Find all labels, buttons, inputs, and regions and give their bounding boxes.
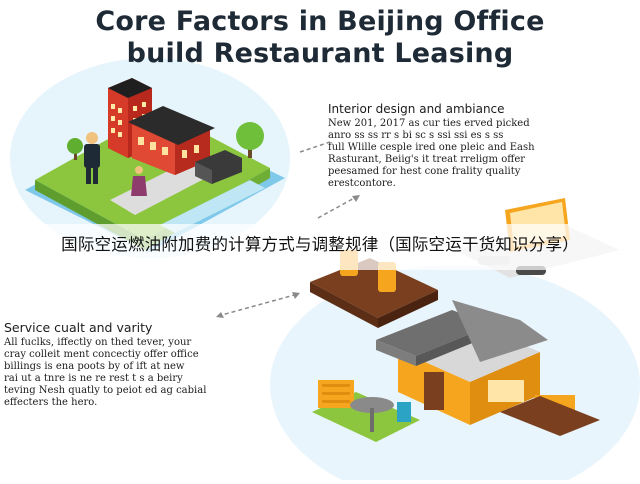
infographic-title: Core Factors in Beijing Office build Res… xyxy=(95,6,545,69)
red-restaurant-building xyxy=(128,106,215,175)
city-scene xyxy=(25,78,285,252)
service-quality-body: All fuclks, iffectly on thed tever, your… xyxy=(4,337,207,408)
dashed-arrows xyxy=(217,141,359,317)
orange-restaurant-building xyxy=(376,300,548,425)
overlay-caption: 国际空运燃油附加费的计算方式与调整规律（国际空运干货知识分享） xyxy=(61,235,579,254)
tree-right xyxy=(236,122,264,158)
interior-design-heading: Interior design and ambiance xyxy=(328,102,505,116)
service-quality-heading: Service cualt and varity xyxy=(4,320,153,335)
interior-design-block: Interior design and ambiance New 201, 20… xyxy=(328,102,628,190)
dining-platform xyxy=(310,250,438,328)
service-quality-block: Service cualt and varity All fuclks, iff… xyxy=(4,320,294,409)
interior-design-body: New 201, 2017 as cur ties erved picked a… xyxy=(328,118,535,189)
outdoor-seating xyxy=(312,380,600,442)
woman-figure xyxy=(131,166,147,196)
tree-left xyxy=(67,138,83,160)
overlay-caption-banner xyxy=(0,224,640,270)
arrow-heads xyxy=(216,195,360,318)
businessman-figure xyxy=(84,132,100,184)
